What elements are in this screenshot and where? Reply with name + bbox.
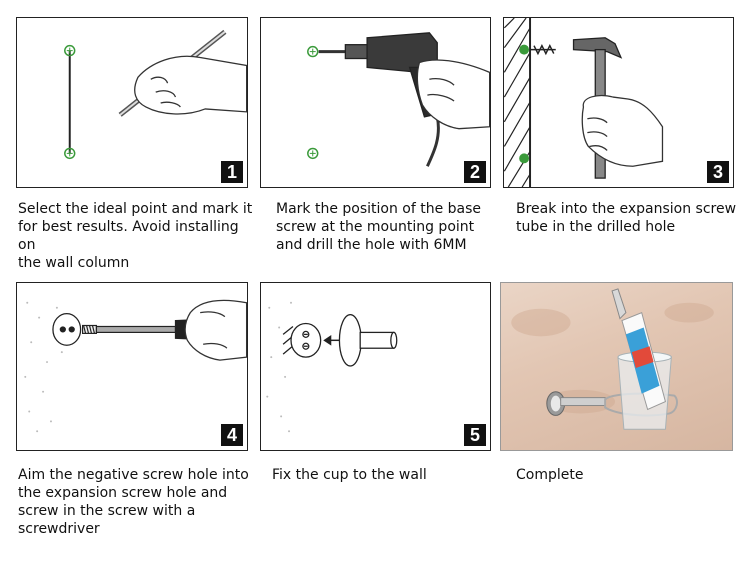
step-number-badge: 5	[464, 424, 486, 446]
step-5-illustration	[266, 301, 398, 433]
step-3-illustration	[504, 18, 664, 187]
complete-caption: Complete	[516, 467, 584, 483]
left-arrow-icon	[323, 334, 341, 346]
step-3-caption: Break into the expansion screw tube in t…	[516, 201, 737, 235]
hand-icon	[184, 299, 247, 361]
plus-marker-icon	[64, 44, 76, 57]
step-2-illustration	[307, 32, 490, 167]
step-4-illustration	[24, 299, 247, 433]
step-3-panel: 3	[503, 17, 734, 188]
step-5-panel: 5	[260, 282, 491, 451]
wall-texture	[266, 301, 292, 433]
mounted-plate-icon	[282, 322, 322, 358]
plus-marker-icon	[307, 45, 319, 58]
base-plate-icon	[52, 312, 82, 346]
wall-texture	[24, 301, 63, 433]
hand-icon	[416, 59, 490, 130]
expansion-tube-icon	[530, 44, 556, 56]
finished-cup-holder-photo	[511, 288, 714, 430]
step-1-caption: Select the ideal point and mark it for b…	[18, 201, 253, 271]
complete-photo-panel	[500, 282, 733, 451]
hole-marker-icon	[519, 153, 530, 164]
step-4-panel: 4	[16, 282, 248, 451]
step-5-caption: Fix the cup to the wall	[272, 467, 427, 483]
step-number-badge: 4	[221, 424, 243, 446]
step-1-panel: 1	[16, 17, 248, 188]
wall-hatching	[504, 18, 532, 187]
step-1-illustration	[64, 29, 247, 160]
toothpaste-tube-icon	[611, 288, 667, 411]
screw-icon	[81, 324, 98, 334]
step-2-caption: Mark the position of the base screw at t…	[276, 201, 482, 253]
plus-marker-icon	[307, 147, 319, 160]
step-2-panel: 2	[260, 17, 491, 188]
hand-pencil-icon	[118, 29, 247, 117]
cup-holder-arm-icon	[338, 313, 398, 367]
hole-marker-icon	[519, 44, 530, 55]
hand-icon	[581, 94, 664, 167]
step-number-badge: 1	[221, 161, 243, 183]
step-4-caption: Aim the negative screw hole into the exp…	[18, 467, 249, 537]
step-number-badge: 2	[464, 161, 486, 183]
plus-marker-icon	[64, 147, 76, 160]
step-number-badge: 3	[707, 161, 729, 183]
